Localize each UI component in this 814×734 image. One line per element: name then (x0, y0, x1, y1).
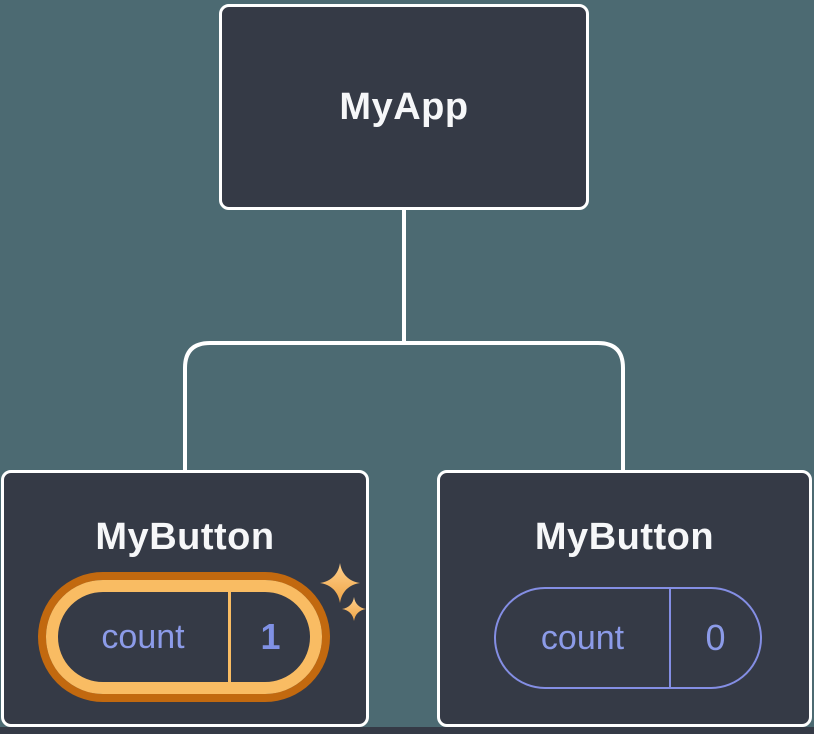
state-key-segment: count (58, 592, 228, 682)
bottom-cropped-bar (0, 727, 814, 734)
node-label-mybutton-left: MyButton (95, 516, 275, 558)
tree-node-mybutton-right: MyButton count 0 (437, 470, 812, 727)
state-key-label: count (540, 618, 625, 657)
state-value-segment: 0 (671, 589, 760, 687)
state-key-label: count (101, 617, 185, 656)
state-value: 0 (705, 617, 726, 658)
node-label-myapp: MyApp (339, 85, 469, 128)
tree-node-myapp: MyApp (219, 4, 589, 210)
state-key-segment: count (496, 589, 669, 687)
sparkles-icon (320, 563, 366, 621)
tree-node-mybutton-left: MyButton count 1 (1, 470, 369, 727)
pill-divider (228, 592, 231, 682)
node-label-mybutton-right: MyButton (534, 516, 715, 558)
state-pill: count 0 (494, 587, 762, 689)
state-pill-highlighted: count 1 (46, 580, 322, 694)
state-value-segment: 1 (231, 592, 310, 682)
pill-divider (669, 589, 671, 687)
state-value: 1 (260, 616, 281, 657)
